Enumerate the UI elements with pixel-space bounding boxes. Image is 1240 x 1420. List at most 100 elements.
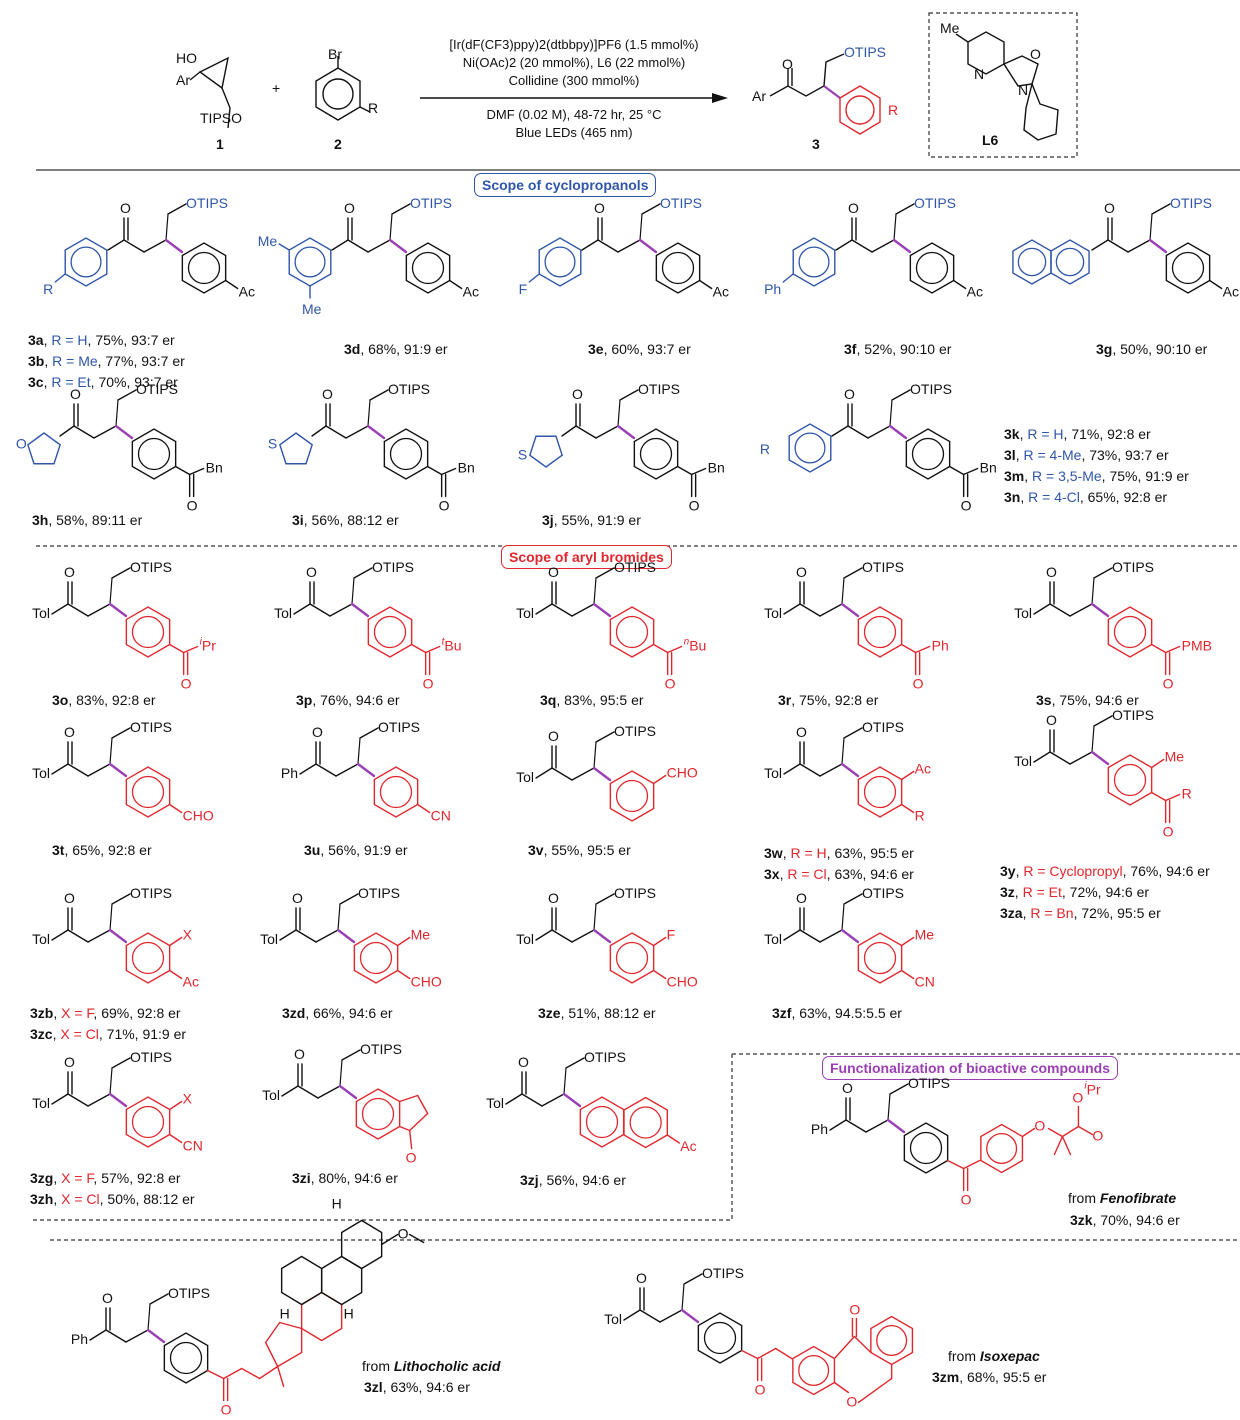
caption-3k: 3k, R = H, 71%, 92:8 er (1004, 426, 1151, 442)
atom-label: O (64, 564, 75, 580)
atom-label: O (689, 498, 700, 514)
atom-label: Tol (764, 605, 782, 621)
atom-label: O (848, 200, 859, 216)
condition-catalyst: [Ir(dF(CF3)ppy)2(dtbbpy)]PF6 (1.5 mmol%) (449, 37, 699, 52)
caption-3v: 3v, 55%, 95:5 er (528, 842, 631, 858)
atom-label: OTIPS (130, 719, 172, 735)
atom-label: O (636, 1270, 647, 1286)
atom-label: O (187, 498, 198, 514)
atom-label: O (548, 728, 559, 744)
atom-label: Tol (32, 605, 50, 621)
ligand-label: L6 (982, 132, 999, 148)
caption-3z: 3z, R = Et, 72%, 94:6 er (1000, 884, 1150, 900)
atom-label: O (1072, 1090, 1083, 1106)
atom-label: O (665, 676, 676, 692)
atom-label: Ac (680, 1138, 696, 1154)
caption-3zb: 3zb, X = F, 69%, 92:8 er (30, 1005, 181, 1021)
section-bioactive: Functionalization of bioactive compounds (822, 1056, 1119, 1080)
group-label: iPr (200, 637, 217, 654)
atom-label: CHO (411, 974, 442, 990)
atom-label: R (1182, 786, 1192, 802)
atom-label: CN (431, 808, 451, 824)
reactant-1-label: 1 (216, 136, 224, 152)
atom-label: CN (183, 1138, 203, 1154)
atom-label: X (183, 927, 193, 943)
atom-label: Tol (764, 765, 782, 781)
atom-label: Bn (458, 460, 475, 476)
atom-label: Tol (604, 1311, 622, 1327)
atom-label: OTIPS (1112, 559, 1154, 575)
atom-label: O (16, 436, 27, 452)
caption-3c: 3c, R = Et, 70%, 93:7 er (28, 374, 178, 390)
caption-3zm-from: from Isoxepac (948, 1348, 1040, 1364)
atom-label: Tol (764, 931, 782, 947)
atom-label: OTIPS (908, 1075, 950, 1091)
condition-nickel: Ni(OAc)2 (20 mmol%), L6 (22 mmol%) (462, 55, 686, 70)
atom-label: OTIPS (862, 559, 904, 575)
ligand-box (928, 12, 1078, 158)
label-ar-product: Ar (752, 88, 766, 104)
caption-3s: 3s, 75%, 94:6 er (1036, 692, 1139, 708)
atom-label: OTIPS (130, 1049, 172, 1065)
atom-label: H (344, 1306, 354, 1322)
atom-label: Ac (1223, 284, 1239, 300)
divider-bioactive (30, 1053, 1240, 1241)
caption-3zj: 3zj, 56%, 94:6 er (520, 1172, 626, 1188)
atom-label: O (572, 386, 583, 402)
atom-label: O (102, 1290, 113, 1306)
atom-label: O (796, 890, 807, 906)
plus-sign: + (272, 80, 281, 96)
label-o-product: O (782, 56, 793, 72)
atom-label: R (43, 281, 53, 297)
caption-3zd: 3zd, 66%, 94:6 er (282, 1005, 393, 1021)
atom-label: O (518, 1054, 529, 1070)
atom-label: Ac (183, 974, 199, 990)
atom-label: O (423, 676, 434, 692)
atom-label: Tol (32, 1095, 50, 1111)
product-3-structure (769, 53, 881, 135)
atom-label: Tol (260, 931, 278, 947)
caption-3x: 3x, R = Cl, 63%, 94:6 er (764, 866, 914, 882)
atom-label: O (548, 890, 559, 906)
top-divider (36, 169, 1240, 171)
reactant-1-structure (189, 56, 231, 129)
caption-3y: 3y, R = Cyclopropyl, 76%, 94:6 er (1000, 863, 1210, 879)
atom-label: Tol (516, 931, 534, 947)
atom-label: O (120, 200, 131, 216)
group-label: nBu (684, 637, 707, 654)
caption-3zg: 3zg, X = F, 57%, 92:8 er (30, 1170, 181, 1186)
atom-label: OTIPS (862, 885, 904, 901)
caption-3h: 3h, 58%, 89:11 er (32, 512, 143, 528)
atom-label: OTIPS (614, 559, 656, 575)
caption-3zl: 3zl, 63%, 94:6 er (364, 1379, 470, 1395)
caption-3zf: 3zf, 63%, 94.5:5.5 er (772, 1005, 902, 1021)
atom-label: O (846, 1394, 857, 1410)
atom-label: Tol (32, 931, 50, 947)
atom-label: Tol (516, 605, 534, 621)
atom-label: Ac (239, 284, 255, 300)
atom-label: Me (258, 233, 278, 249)
caption-3m: 3m, R = 3,5-Me, 75%, 91:9 er (1004, 468, 1189, 484)
section-aryl-bromides: Scope of aryl bromides (501, 545, 672, 569)
ligand-n2: N (1018, 82, 1029, 98)
atom-label: CHO (183, 808, 214, 824)
atom-label: OTIPS (1170, 195, 1212, 211)
group-label: iPr (1084, 1081, 1101, 1098)
reaction-arrow (420, 93, 728, 103)
atom-label: Me (915, 927, 935, 943)
reactant-2-structure (315, 56, 371, 121)
atom-label: OTIPS (388, 381, 430, 397)
atom-label: OTIPS (614, 723, 656, 739)
atom-label: PMB (1182, 638, 1212, 654)
